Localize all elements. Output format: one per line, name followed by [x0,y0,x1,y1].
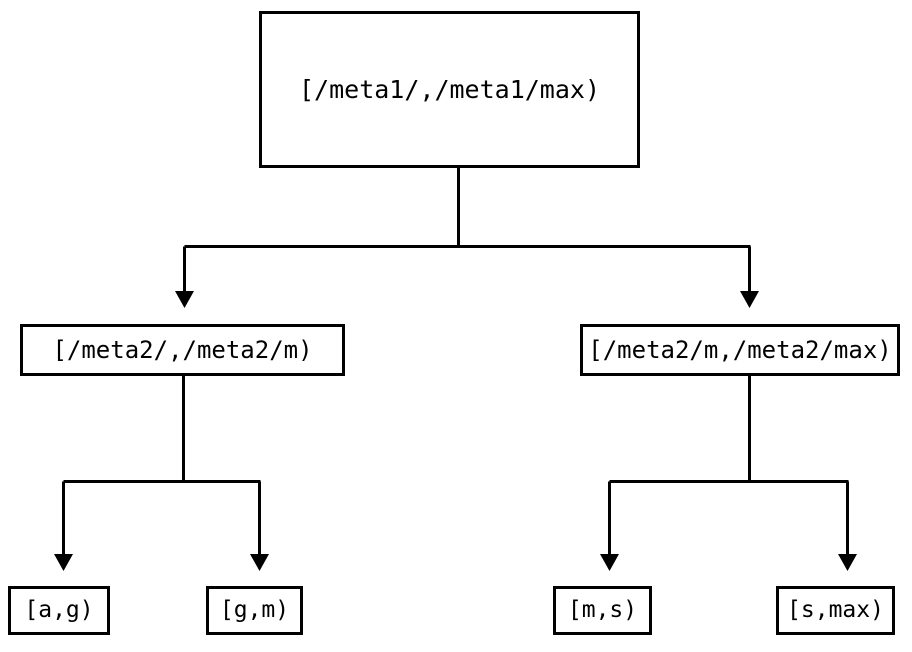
tree-node-leaf-s-max: [s,max) [776,586,895,635]
tree-node-mid-right-label: [/meta2/m,/meta2/max) [588,336,892,364]
arrowhead-down-icon [175,291,194,308]
tree-node-mid-left-label: [/meta2/,/meta2/m) [52,336,313,364]
arrowhead-down-icon [600,554,619,571]
edge-root-to-mid-right [740,246,759,308]
tree-node-leaf-g-m-label: [g,m) [219,597,290,623]
tree-node-leaf-m-s: [m,s) [553,586,652,635]
tree-node-leaf-m-s-label: [m,s) [567,597,638,623]
edge-mid-left-to-leaf-ag [54,376,261,571]
tree-node-root: [/meta1/,/meta1/max) [259,11,640,168]
tree-node-leaf-a-g-label: [a,g) [24,597,94,623]
tree-node-leaf-g-m: [g,m) [206,586,303,635]
arrowhead-down-icon [838,554,857,571]
arrowhead-down-icon [250,554,269,571]
tree-node-mid-right: [/meta2/m,/meta2/max) [580,324,900,376]
tree-node-leaf-a-g: [a,g) [8,586,110,635]
edge-mid-right-to-leaf-smax [838,481,857,571]
edge-mid-left-to-leaf-gm [250,481,269,571]
tree-node-mid-left: [/meta2/,/meta2/m) [20,324,345,376]
tree-node-leaf-s-max-label: [s,max) [787,597,884,623]
arrowhead-down-icon [54,554,73,571]
arrowhead-down-icon [740,291,759,308]
tree-node-root-label: [/meta1/,/meta1/max) [298,75,601,104]
edge-mid-right-to-leaf-ms [600,376,849,571]
edge-root-to-mid-left [175,168,751,308]
